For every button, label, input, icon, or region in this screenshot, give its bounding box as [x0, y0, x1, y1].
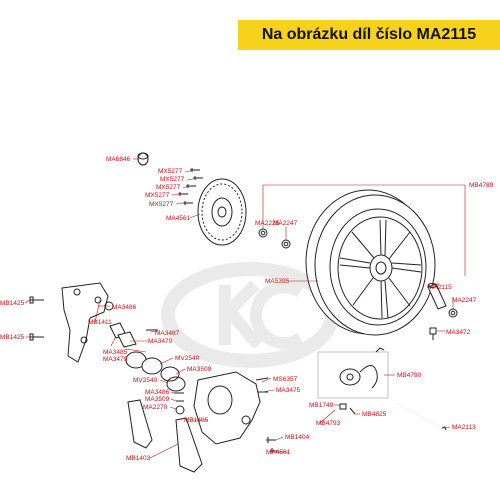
label-ma2225: MA2225 [255, 220, 280, 227]
label-mx5277-2: MX5277 [160, 176, 185, 183]
wheel-tire [305, 189, 436, 336]
bleed-screws [266, 437, 278, 454]
label-mb4793: MB4793 [316, 420, 341, 427]
label-ma2270: MA2270 [143, 404, 168, 411]
label-mb4790: MB4790 [397, 372, 422, 379]
label-mv2540-top: MV2540 [175, 355, 200, 362]
nut-part [429, 327, 437, 340]
label-mb1749: MB1749 [309, 402, 334, 409]
label-mb1404: MB1404 [285, 434, 310, 441]
label-mb4825: MB4825 [362, 411, 387, 418]
label-ma2113: MA2113 [452, 424, 476, 431]
label-mb4789: MB4789 [469, 182, 494, 189]
banner-title: Na obrázku díl číslo MA2115 [261, 26, 477, 43]
label-mx5277-5: MX5277 [149, 201, 174, 208]
caliper-bracket [61, 282, 109, 363]
label-ma2115: MA2115 [428, 284, 452, 291]
label-mb1411: MB1411 [88, 319, 112, 326]
label-ma2247-right: MA2247 [452, 297, 477, 304]
label-ma4561-bottom: MA4561 [266, 449, 291, 456]
label-ma6846: MA6846 [106, 156, 131, 163]
label-mb1425-bottom: MB1425 [0, 334, 25, 341]
label-ma3487: MA3487 [155, 330, 180, 337]
kc-logo-watermark [161, 262, 339, 368]
label-mb1403: MB1403 [126, 455, 151, 462]
spacer-washers [258, 228, 291, 249]
caliper-body [193, 371, 269, 445]
label-mx5277-3: MX5277 [156, 184, 181, 191]
caliper-bolts [29, 296, 44, 341]
sensor-bolts [339, 403, 356, 415]
leader-lines [24, 158, 466, 459]
label-ma5395: MA5395 [265, 278, 290, 285]
bolt-screws [178, 168, 203, 205]
brake-disc [197, 178, 247, 246]
label-ma3509-bottom: MA3509 [145, 396, 170, 403]
speed-sensor [317, 347, 389, 399]
label-mv2540-bottom: MV2540 [133, 377, 158, 384]
label-ma3485: MA3485 [103, 349, 128, 356]
part-labels: MA6846 MX5277 MX5277 MX5277 MX5277 MX527… [0, 156, 494, 462]
label-ma3509-top: MA3509 [187, 366, 212, 373]
rear-axle [397, 403, 447, 431]
label-ma3486-top: MA3486 [112, 304, 137, 311]
label-ma3479-bottom: MA3479 [103, 356, 128, 363]
part-number-banner: Na obrázku díl číslo MA2115 [238, 20, 500, 50]
label-ma3475: MA3475 [276, 387, 301, 394]
label-mx5277-1: MX5277 [158, 168, 183, 175]
label-ms6357: MS6357 [273, 376, 298, 383]
cap-part [137, 152, 149, 166]
label-mx5277-4: MX5277 [145, 192, 170, 199]
label-ma3479-top: MA3479 [148, 338, 173, 345]
label-mb1405: MB1405 [184, 417, 209, 424]
label-ma2247-top: MA2247 [273, 220, 298, 227]
label-mb1425-top: MB1425 [0, 300, 25, 307]
label-ma3486-bottom: MA3486 [145, 389, 170, 396]
label-ma3472: MA3472 [446, 329, 471, 336]
caliper-pistons [104, 301, 186, 415]
brake-pads [127, 399, 203, 473]
label-ma4561-top: MA4561 [166, 215, 191, 222]
